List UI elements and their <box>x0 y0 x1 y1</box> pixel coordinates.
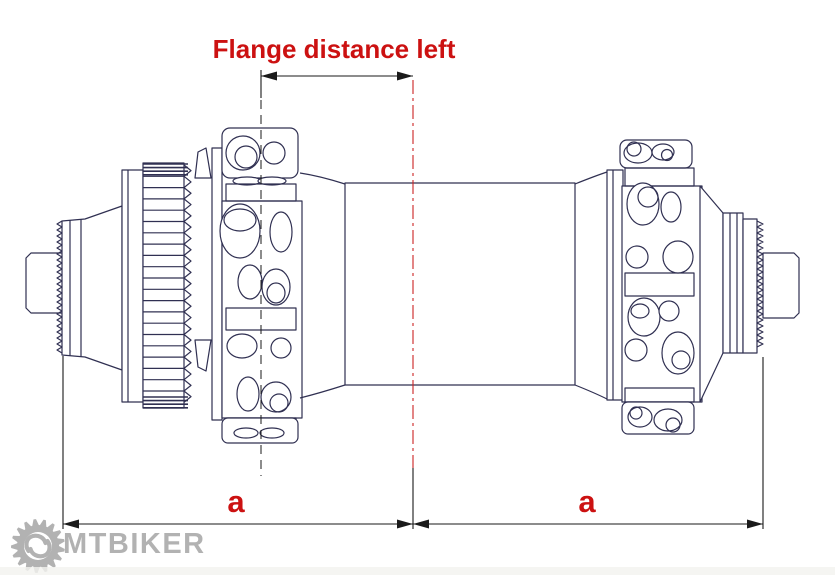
brake-spline-ring <box>121 162 185 409</box>
photo-edge-strip <box>0 567 835 575</box>
span-a-left-label: a <box>227 484 245 519</box>
right-axle-end <box>762 252 800 319</box>
axle-span-dimension <box>62 356 764 529</box>
flange-distance-label: Flange distance left <box>212 34 456 64</box>
right-flange <box>606 139 703 435</box>
left-axle-end <box>25 252 64 314</box>
left-flange <box>194 127 303 444</box>
mtbiker-gear-icon <box>11 519 65 573</box>
left-end-cap <box>61 205 123 371</box>
span-a-right-label: a <box>578 484 596 519</box>
hub-barrel <box>299 171 608 400</box>
watermark-text: MTBIKER <box>63 528 206 560</box>
right-end-cap <box>699 185 758 403</box>
watermark: MTBIKER <box>63 528 206 561</box>
flange-distance-dimension <box>260 70 413 98</box>
